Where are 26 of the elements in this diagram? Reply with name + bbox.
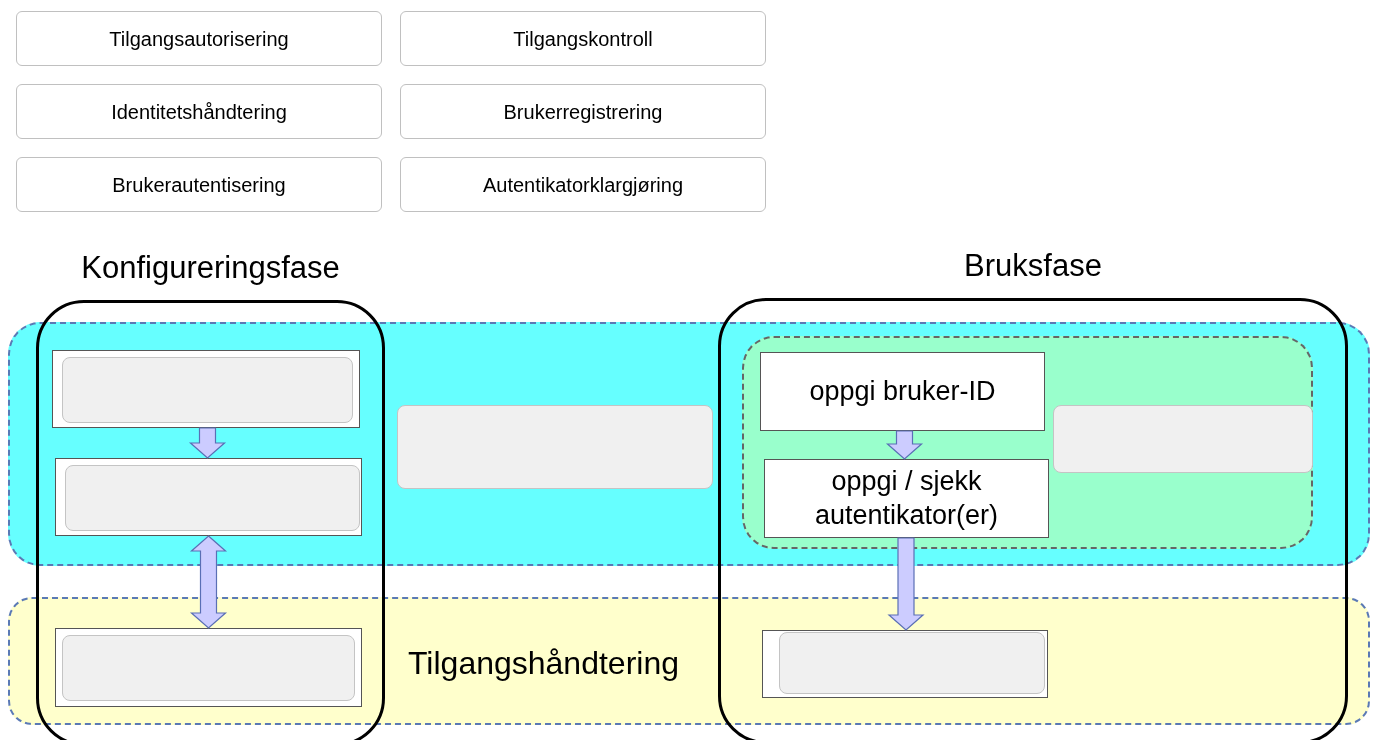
block-arrow (188, 427, 227, 459)
phase-heading: Konfigureringsfase (80, 249, 341, 287)
drop-frame (55, 458, 362, 536)
drop-slot (1053, 405, 1313, 473)
process-box: oppgi bruker-ID (760, 352, 1045, 431)
answer-tile: Autentikatorklargjøring (400, 157, 766, 212)
dashed-group (742, 336, 1313, 549)
drop-frame (55, 628, 362, 707)
block-arrow (885, 430, 924, 460)
phase-heading: Bruksfase (963, 247, 1103, 285)
answer-tile: Brukerregistrering (400, 84, 766, 139)
block-arrow (887, 537, 925, 631)
drop-slot (62, 635, 355, 701)
region-label: Tilgangshåndtering (408, 644, 679, 683)
process-box: oppgi / sjekk autentikator(er) (764, 459, 1049, 538)
drop-frame (52, 350, 360, 428)
answer-tile: Identitetshåndtering (16, 84, 382, 139)
answer-tile: Tilgangskontroll (400, 11, 766, 66)
drop-slot (62, 357, 353, 423)
drop-frame (762, 630, 1048, 698)
block-arrow (189, 535, 228, 629)
answer-tile: Tilgangsautorisering (16, 11, 382, 66)
drop-slot (397, 405, 713, 489)
drop-slot (779, 632, 1045, 694)
answer-tile: Brukerautentisering (16, 157, 382, 212)
drop-slot (65, 465, 360, 531)
